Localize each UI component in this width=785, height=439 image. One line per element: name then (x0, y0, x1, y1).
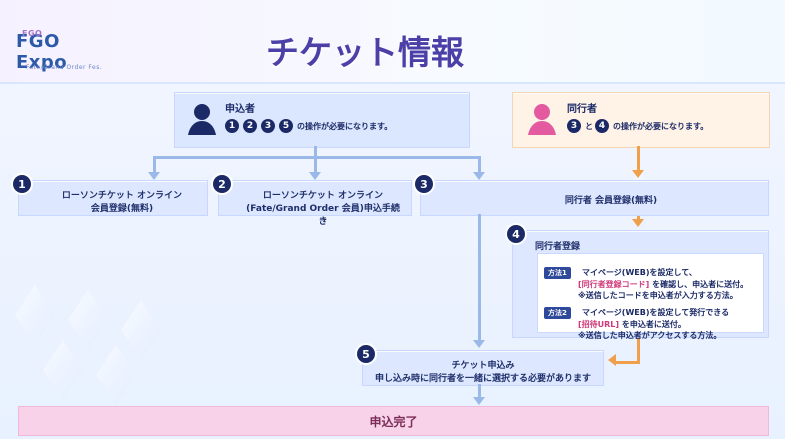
fgo-expo-logo: FGO FGO Expo Fate/Grand Order Fes. (16, 29, 116, 73)
method-2-line2-rest: を申込者に送付。 (621, 320, 686, 329)
companion-desc: の操作が必要になります。 (613, 121, 709, 131)
step-2-text: ローソンチケット オンライン (Fate/Grand Order 会員)申込手続… (246, 191, 400, 227)
method-1-line2-pink: [同行者登録コード] (578, 280, 650, 289)
connector-to-complete (478, 384, 481, 400)
step-4-number: 4 (507, 225, 525, 243)
companion-step-3: 3 (567, 119, 581, 133)
method-2-line2: [招待URL] を申込者に送付。 (578, 319, 758, 330)
header-bar (0, 0, 785, 84)
step-2-box: 2 ローソンチケット オンライン (Fate/Grand Order 会員)申込… (213, 175, 412, 227)
step-3-text: 同行者 会員登録(無料) (564, 196, 658, 206)
applicant-desc: の操作が必要になります。 (297, 121, 393, 131)
step-1-text: ローソンチケット オンライン 会員登録(無料) (61, 191, 183, 214)
companion-connector-2 (637, 213, 640, 221)
step-4-details: 方法1 マイページ(WEB)を設定して、 [同行者登録コード] を確認し、申込者… (537, 253, 764, 340)
applicant-step-1: 1 (225, 119, 239, 133)
method-1-line2: [同行者登録コード] を確認し、申込者に送付。 (578, 279, 758, 290)
step-5-number: 5 (357, 345, 375, 363)
method-1-line2-rest: を確認し、申込者に送付。 (652, 280, 749, 289)
step-3-number: 3 (415, 175, 433, 193)
logo-sub-text: Fate/Grand Order Fes. (26, 64, 103, 71)
arrow-to-step5 (473, 340, 485, 348)
method-1-line1: マイページ(WEB)を設定して、 (581, 268, 697, 277)
method-1: 方法1 マイページ(WEB)を設定して、 [同行者登録コード] を確認し、申込者… (544, 260, 758, 301)
applicant-label: 申込者 (225, 104, 255, 115)
companion-connector-3 (637, 338, 640, 363)
page-title: チケット情報 (266, 33, 464, 72)
step-1-number: 1 (13, 175, 31, 193)
companion-label: 同行者 (567, 104, 597, 115)
companion-connector-4 (616, 361, 640, 364)
logo-top-text: FGO (22, 29, 43, 38)
step-5-text: チケット申込み 申し込み時に同行者を一緒に選択する必要があります (374, 361, 591, 384)
applicant-steps: 1 2 3 5 の操作が必要になります。 (225, 119, 392, 133)
arrow-to-step1 (148, 172, 160, 180)
applicant-person-icon (188, 104, 216, 135)
step-5-box: 5 チケット申込み 申し込み時に同行者を一緒に選択する必要があります (357, 345, 604, 386)
step-4-title: 同行者登録 (535, 242, 581, 252)
companion-card: 同行者 3 と 4 の操作が必要になります。 (512, 92, 770, 148)
applicant-card: 申込者 1 2 3 5 の操作が必要になります。 (174, 92, 470, 148)
connector-to-step5 (478, 214, 481, 342)
companion-connector-1 (637, 146, 640, 172)
arrow-to-step2 (309, 172, 321, 180)
applicant-step-2: 2 (243, 119, 257, 133)
method-2-pill: 方法2 (544, 307, 571, 319)
method-1-line3: ※送信したコードを申込者が入力する方法。 (578, 291, 738, 300)
companion-arrow-to-step5 (608, 354, 616, 366)
logo-main-text: FGO Expo (16, 31, 68, 73)
companion-mid: と (585, 121, 593, 131)
companion-step-4: 4 (595, 119, 609, 133)
method-2: 方法2 マイページ(WEB)を設定して発行できる [招待URL] を申込者に送付… (544, 300, 758, 341)
method-2-line1: マイページ(WEB)を設定して発行できる (581, 308, 730, 317)
arrow-to-complete (473, 397, 485, 405)
companion-arrow-to-step3 (632, 170, 644, 178)
step-2-number: 2 (213, 175, 231, 193)
step-4-box: 4 同行者登録 方法1 マイページ(WEB)を設定して、 [同行者登録コード] … (507, 225, 769, 340)
completion-bar: 申込完了 (18, 406, 769, 436)
method-2-line2-pink: [招待URL] (578, 320, 620, 329)
companion-person-icon (528, 104, 556, 135)
step-1-box: 1 ローソンチケット オンライン 会員登録(無料) (13, 175, 208, 216)
applicant-step-5: 5 (279, 119, 293, 133)
applicant-step-3: 3 (261, 119, 275, 133)
connector-drop-3 (478, 156, 481, 174)
arrow-to-step3 (473, 172, 485, 180)
connector-drop-1 (153, 156, 156, 174)
method-2-line3: ※送信した申込者がアクセスする方法。 (578, 331, 722, 340)
connector-horizontal (153, 156, 481, 159)
connector-drop-2 (314, 146, 317, 174)
companion-arrow-to-step4 (632, 219, 644, 227)
method-1-pill: 方法1 (544, 267, 571, 279)
step-3-box: 3 同行者 会員登録(無料) (415, 175, 769, 216)
companion-steps: 3 と 4 の操作が必要になります。 (567, 119, 708, 133)
